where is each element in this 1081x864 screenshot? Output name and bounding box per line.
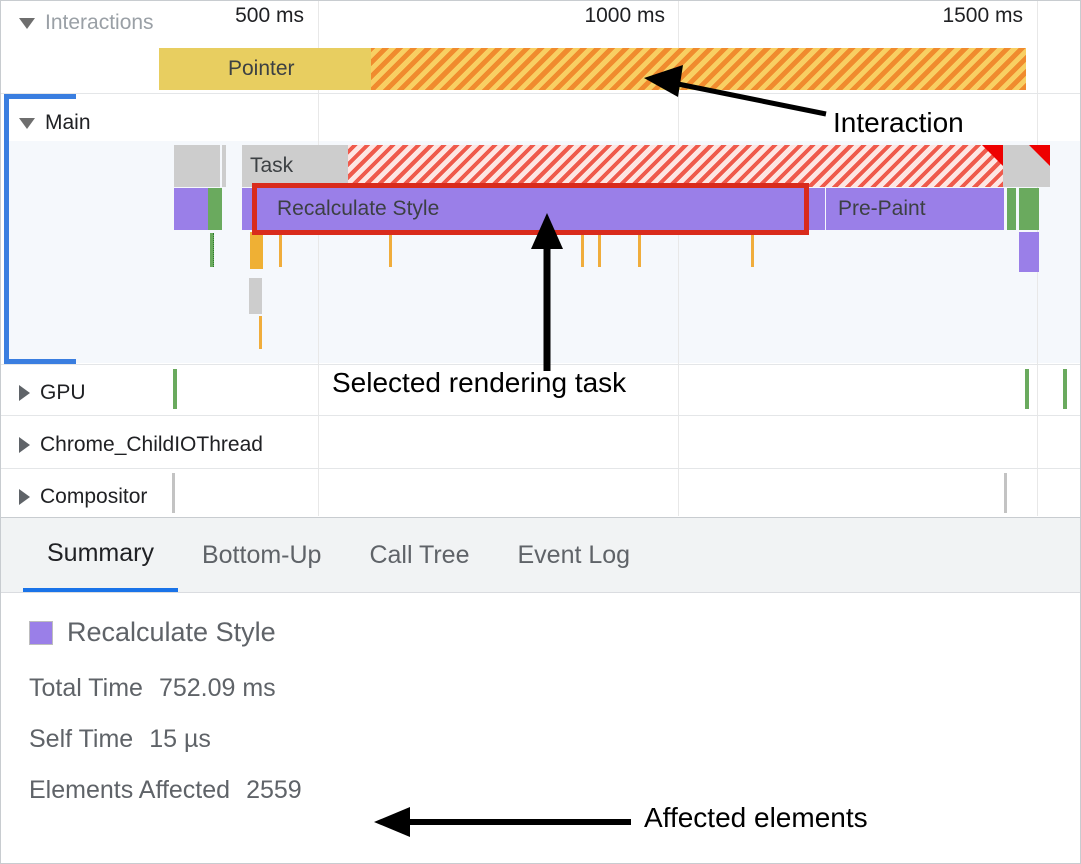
details-panel: Summary Bottom-Up Call Tree Event Log Re… (1, 517, 1080, 863)
track-header-interactions[interactable]: Interactions (1, 7, 154, 39)
interaction-bar-short[interactable] (159, 48, 222, 90)
long-task-corner-icon (982, 145, 1003, 166)
summary-row-total-time: Total Time 752.09 ms (29, 674, 1052, 703)
tab-bottom-up-label: Bottom-Up (201, 540, 322, 569)
ruler-tick-1000: 1000 ms (584, 4, 665, 27)
flame-bar-task-sliver[interactable] (222, 145, 226, 187)
flame-tick-green[interactable] (210, 233, 214, 267)
chevron-right-icon (19, 488, 30, 505)
main-track-selection-border-bottom (4, 359, 76, 364)
track-header-chrome-childiothread[interactable]: Chrome_ChildIOThread (1, 423, 263, 466)
flame-tick-scripting[interactable] (598, 234, 601, 267)
gpu-event-marker[interactable] (1063, 369, 1067, 409)
summary-value-self-time: 15 µs (149, 725, 211, 753)
flame-bar-rendering-sliver[interactable] (242, 188, 255, 230)
flame-tick-scripting[interactable] (751, 234, 754, 267)
flame-bar-task-label: Task (250, 154, 294, 177)
summary-key-total-time: Total Time (29, 674, 143, 702)
summary-row-elements-affected: Elements Affected 2559 (29, 776, 1052, 805)
annotation-label-interaction: Interaction (833, 107, 964, 138)
ruler-tick-500: 500 ms (235, 4, 304, 27)
chevron-right-icon (19, 436, 30, 453)
chevron-down-icon (19, 117, 35, 129)
flame-bar-pre-paint[interactable]: Pre-Paint (826, 188, 1004, 230)
tab-event-log[interactable]: Event Log (494, 518, 655, 592)
track-label-gpu: GPU (40, 380, 86, 404)
tab-bottom-up[interactable]: Bottom-Up (178, 518, 345, 592)
details-tabbar[interactable]: Summary Bottom-Up Call Tree Event Log (1, 518, 1080, 593)
compositor-event-marker[interactable] (172, 473, 175, 513)
summary-event-name: Recalculate Style (67, 617, 276, 647)
annotation-label-affected-elements: Affected elements (644, 802, 868, 833)
flame-bar-paint-left[interactable] (208, 188, 222, 230)
flame-bar-rendering-gap[interactable] (808, 188, 825, 230)
summary-details: Recalculate Style Total Time 752.09 ms S… (1, 593, 1080, 805)
timeline-flame-chart[interactable]: 500 ms 1000 ms 1500 ms Interactions Poin… (1, 1, 1080, 516)
flame-bar-paint-2[interactable] (1019, 188, 1039, 230)
row-separator (1, 93, 1080, 94)
chevron-down-icon (19, 17, 35, 29)
flame-tick-scripting-deep[interactable] (259, 316, 262, 349)
track-label-compositor: Compositor (40, 484, 148, 508)
gpu-event-marker[interactable] (173, 369, 177, 409)
summary-value-elements-affected: 2559 (246, 776, 302, 804)
flame-tick-scripting[interactable] (638, 234, 641, 267)
flame-tick-scripting[interactable] (279, 234, 282, 267)
main-track-selection-border (4, 94, 9, 364)
tab-summary-label: Summary (47, 538, 154, 567)
main-track-selection-border-top (4, 94, 76, 99)
ruler-tick-1500: 1500 ms (942, 4, 1023, 27)
summary-row-self-time: Self Time 15 µs (29, 725, 1052, 754)
gridline-500ms (318, 1, 319, 516)
flame-bar-task-small[interactable] (174, 145, 220, 187)
summary-event-title: Recalculate Style (29, 617, 1052, 648)
flame-bar-pre-paint-label: Pre-Paint (838, 197, 926, 220)
flame-bar-scripting[interactable] (250, 232, 263, 269)
tab-call-tree[interactable]: Call Tree (345, 518, 493, 592)
tab-event-log-label: Event Log (517, 540, 631, 569)
long-task-corner-icon (1029, 145, 1050, 166)
flame-tick-scripting[interactable] (389, 234, 392, 267)
interaction-bar-whisker[interactable] (371, 48, 1026, 90)
flame-tick-scripting[interactable] (581, 234, 584, 267)
track-header-compositor[interactable]: Compositor (1, 475, 147, 516)
compositor-event-marker[interactable] (1004, 473, 1007, 513)
track-label-main: Main (45, 111, 91, 134)
row-separator (1, 468, 1080, 469)
summary-key-elements-affected: Elements Affected (29, 776, 231, 804)
track-header-gpu[interactable]: GPU (1, 371, 86, 414)
track-header-main[interactable]: Main (1, 106, 91, 140)
gpu-event-marker[interactable] (1025, 369, 1029, 409)
row-separator (1, 364, 1080, 365)
tab-summary[interactable]: Summary (23, 518, 178, 592)
flame-bar-system[interactable] (249, 278, 262, 314)
summary-key-self-time: Self Time (29, 725, 134, 753)
track-label-interactions: Interactions (45, 11, 154, 34)
flame-bar-rendering-right[interactable] (1019, 232, 1039, 272)
track-label-chrome-childiothread: Chrome_ChildIOThread (40, 432, 263, 456)
interaction-bar-pointer[interactable]: Pointer (220, 48, 375, 90)
row-separator (1, 415, 1080, 416)
annotation-label-selected-rendering-task: Selected rendering task (332, 367, 627, 398)
flame-bar-recalculate-style-label: Recalculate Style (277, 197, 440, 220)
chevron-right-icon (19, 384, 30, 401)
flame-bar-long-task-warning[interactable] (348, 145, 1003, 187)
summary-value-total-time: 752.09 ms (158, 674, 276, 702)
tab-call-tree-label: Call Tree (369, 540, 470, 569)
flame-bar-paint-1[interactable] (1007, 188, 1016, 230)
flame-bar-recalculate-style[interactable]: Recalculate Style (257, 188, 807, 230)
interaction-bar-label: Pointer (228, 57, 295, 80)
event-color-swatch-icon (29, 620, 53, 645)
gridline-1000ms (678, 1, 679, 516)
flame-bar-recalc-style-left[interactable] (174, 188, 208, 230)
